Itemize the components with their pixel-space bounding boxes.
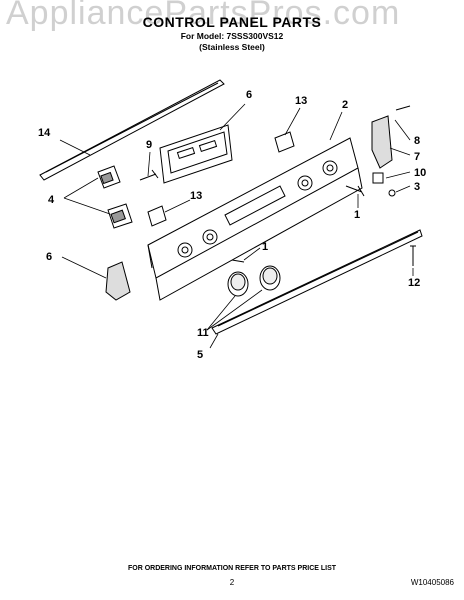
switch-13-lower <box>147 205 167 227</box>
end-cap-right <box>371 115 393 169</box>
watermark: AppliancePartsPros.com <box>6 0 401 32</box>
clip-8 <box>372 172 384 184</box>
callout-6-left: 6 <box>46 251 52 263</box>
lower-rail <box>211 229 423 335</box>
model-line: For Model: 7SSS300VS12 <box>180 31 284 41</box>
callout-1-left: 1 <box>262 241 268 253</box>
screw-1-right <box>345 185 365 197</box>
trim-strip <box>39 79 225 181</box>
callout-12: 14 <box>38 127 51 139</box>
callout-2: 2 <box>342 99 348 111</box>
screw-7 <box>395 105 411 111</box>
screw-11 <box>410 245 416 266</box>
control-board <box>159 124 233 184</box>
end-cap-left <box>105 261 131 301</box>
screw-3 <box>388 189 396 197</box>
callout-10: 5 <box>197 349 203 361</box>
callout-14: 11 <box>197 327 209 339</box>
switch-13-upper <box>274 131 295 153</box>
callout-11: 12 <box>408 277 420 289</box>
screw-9 <box>139 169 159 181</box>
callout-9: 9 <box>146 139 152 151</box>
callout-13-mid: 13 <box>190 190 202 202</box>
ordering-note: FOR ORDERING INFORMATION REFER TO PARTS … <box>127 565 337 572</box>
callout-6-right: 7 <box>414 151 420 163</box>
callout-5: 6 <box>246 89 252 101</box>
page-title: CONTROL PANEL PARTS <box>142 14 322 30</box>
page-number: 2 <box>229 578 235 587</box>
callout-3: 3 <box>414 181 420 193</box>
callout-13-top: 13 <box>295 95 307 107</box>
callout-1-right: 1 <box>354 209 360 221</box>
screw-1-left <box>231 259 245 263</box>
finish-line: (Stainless Steel) <box>199 42 265 52</box>
document-number: W10405086 <box>410 578 454 587</box>
callout-8: 10 <box>414 167 426 179</box>
callout-7: 8 <box>414 135 420 147</box>
callout-4: 4 <box>48 194 55 206</box>
